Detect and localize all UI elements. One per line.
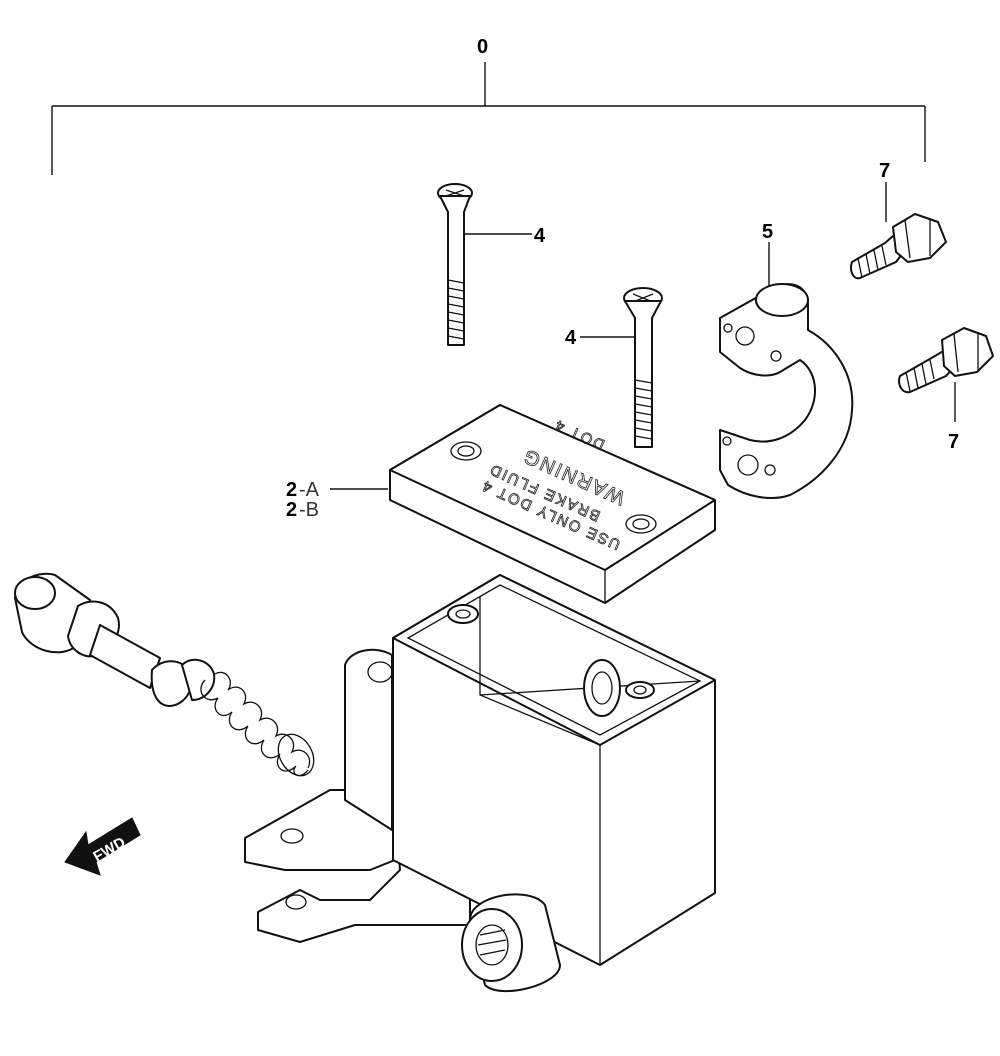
callout-cover-b-suffix: -B — [299, 499, 319, 521]
callout-cover-b-num: 2 — [286, 499, 297, 521]
handlebar-clamp — [719, 283, 854, 499]
callout-cover-a-suffix: -A — [299, 479, 320, 501]
reservoir-cover: USE ONLY DOT 4 BRAKE FLUID WARNING DOT 4 — [389, 404, 716, 604]
return-spring — [200, 671, 315, 777]
callout-screw-upper: 4 — [534, 225, 546, 247]
screw-lower — [623, 287, 663, 448]
callout-bolt-lower: 7 — [948, 431, 959, 453]
screw-upper — [437, 183, 473, 346]
master-cylinder-body — [244, 574, 716, 993]
callout-bolt-upper: 7 — [879, 160, 890, 182]
piston-assembly — [14, 572, 315, 777]
callout-screw-lower: 4 — [565, 327, 577, 349]
bolt-lower — [898, 327, 994, 394]
assembly-bracket — [51, 62, 926, 175]
callout-clamp: 5 — [762, 221, 773, 243]
bolt-upper — [850, 213, 947, 280]
callout-cover-a-num: 2 — [286, 479, 297, 501]
callout-assembly: 0 — [477, 36, 488, 58]
fwd-direction-arrow: FWD — [64, 817, 141, 876]
